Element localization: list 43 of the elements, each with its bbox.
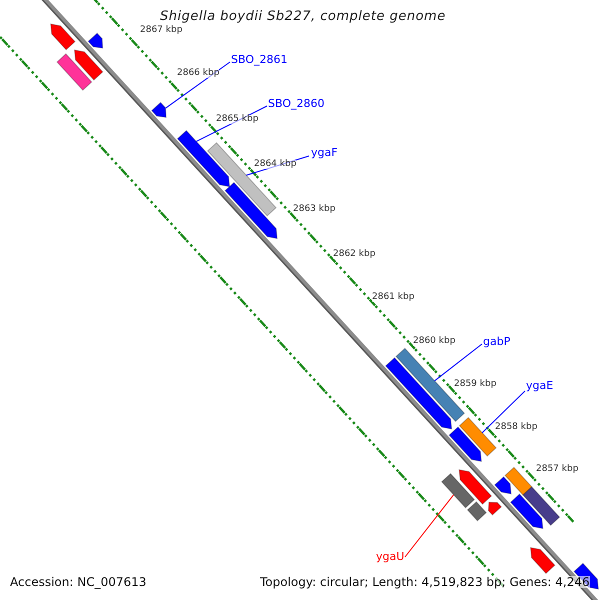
tick-label: 2858 kbp [495, 423, 538, 432]
gene-segment [488, 502, 502, 516]
gene-label: ygaE [526, 380, 554, 391]
gene-label: SBO_2860 [268, 98, 324, 109]
gene-segment [448, 426, 482, 462]
title: Shigella boydii Sb227, complete genome [160, 10, 446, 23]
gene-label: ygaU [376, 551, 404, 562]
gene-segment [88, 32, 104, 49]
gene-segment [441, 472, 476, 508]
gene-segment [494, 476, 512, 494]
gene-segment [530, 547, 556, 574]
gene-segment [510, 493, 544, 530]
tick-label: 2867 kbp [140, 26, 182, 35]
gene-segment [206, 142, 277, 216]
tick-label: 2859 kbp [454, 380, 496, 389]
gene-segment [74, 49, 104, 81]
leader-line [404, 494, 454, 558]
leader-line [482, 390, 526, 434]
gene-segment [385, 357, 452, 430]
gene-segment [458, 416, 497, 457]
tick-label: 2864 kbp [254, 160, 296, 169]
gene-segment [56, 53, 92, 91]
tick-label: 2857 kbp [536, 465, 578, 474]
gene-label: gabP [483, 336, 510, 347]
gene-label: SBO_2861 [231, 54, 288, 65]
gene-segment [504, 466, 532, 496]
footer-text: Accession: NC_007613 [10, 576, 146, 588]
leader-line [246, 156, 310, 176]
gene-segment [466, 501, 487, 522]
tick-label: 2861 kbp [372, 293, 414, 302]
footer-text: Topology: circular; Length: 4,519,823 bp; Genes: 4,246 [260, 576, 590, 588]
gene-segment [151, 102, 167, 118]
tick-label: 2862 kbp [333, 250, 376, 259]
gene-segment [50, 23, 76, 50]
gene-label: ygaF [311, 147, 338, 158]
tick-label: 2865 kbp [216, 115, 258, 124]
gene-segment [224, 182, 278, 240]
tick-label: 2866 kbp [177, 69, 220, 78]
gene-segment [176, 130, 230, 188]
tick-label: 2863 kbp [293, 205, 336, 214]
tick-label: 2860 kbp [413, 337, 456, 346]
gene-segment [522, 486, 560, 526]
gene-segment [458, 469, 492, 505]
